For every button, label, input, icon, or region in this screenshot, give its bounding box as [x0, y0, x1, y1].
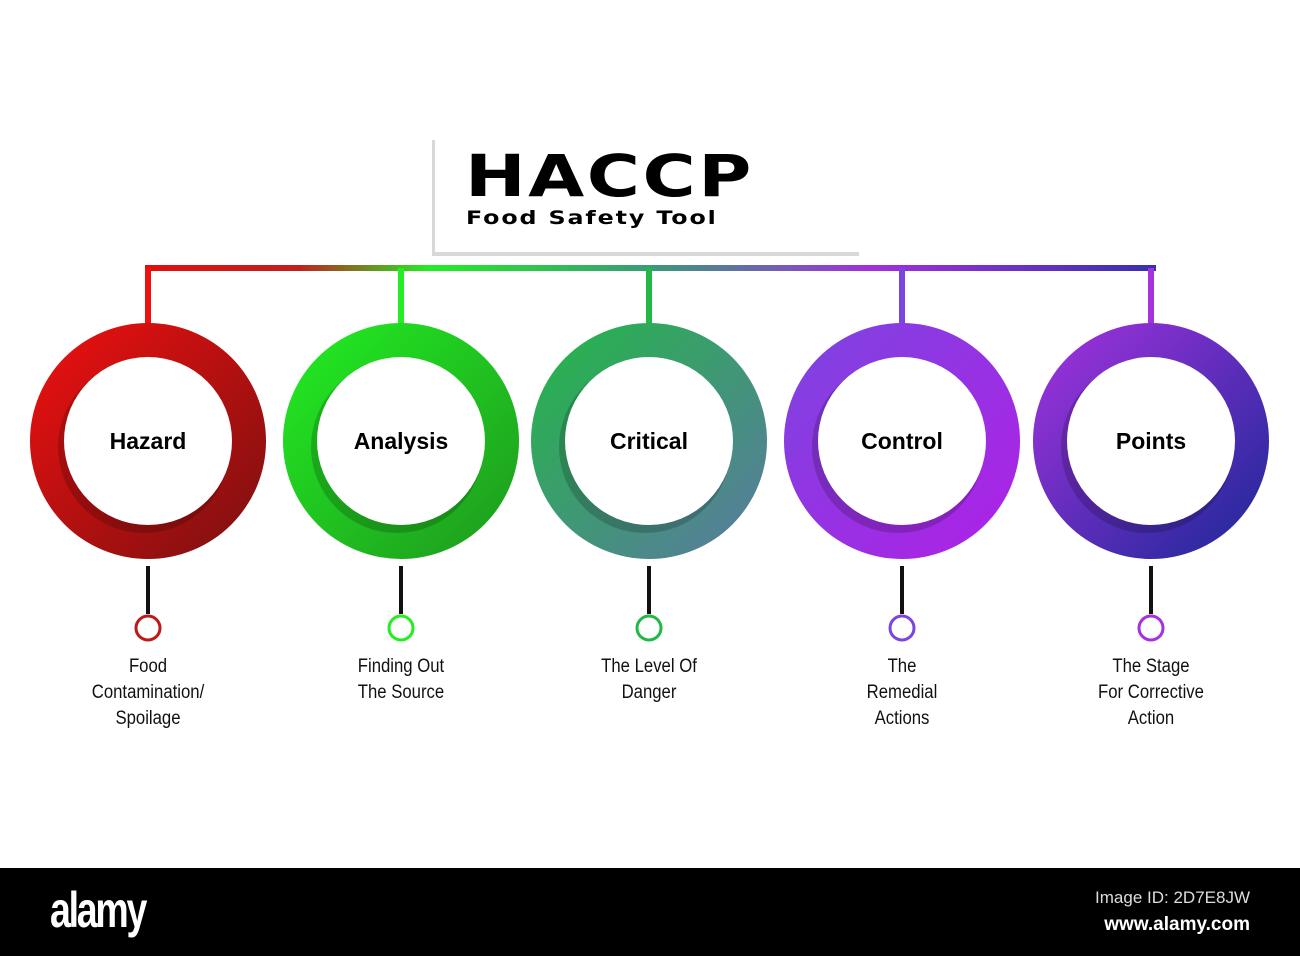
step-description: The Level Of Danger	[561, 654, 737, 706]
step-label: Critical	[610, 428, 688, 454]
description-line: Action	[1127, 708, 1175, 729]
step-marker	[1137, 614, 1165, 642]
stem-line	[900, 566, 904, 614]
step-marker	[888, 614, 916, 642]
alamy-logo[interactable]: alamy	[50, 882, 147, 938]
description-line: Contamination/	[91, 682, 205, 703]
description-line: The Stage	[1112, 656, 1190, 677]
description-line: Finding Out	[357, 656, 445, 677]
step-inner	[818, 357, 986, 525]
description-line: Remedial	[866, 682, 938, 703]
image-id: Image ID: 2D7E8JW	[1095, 888, 1250, 907]
step-label: Control	[861, 428, 943, 454]
description-line: Food	[128, 656, 168, 677]
description-line: Actions	[874, 708, 930, 729]
stem-line	[399, 566, 403, 614]
step-marker	[635, 614, 663, 642]
step-label: Hazard	[109, 428, 187, 454]
step-inner	[64, 357, 232, 525]
drop-line	[398, 268, 404, 326]
drop-line	[899, 268, 905, 326]
subtitle: Food Safety Tool	[466, 207, 718, 229]
description-line: For Corrective	[1098, 682, 1204, 703]
stem-line	[1149, 566, 1153, 614]
drop-line	[646, 268, 652, 326]
stem-line	[647, 566, 651, 614]
step-inner	[565, 357, 733, 525]
drop-line	[145, 268, 151, 326]
step-label: Points	[1115, 428, 1187, 454]
title-box	[432, 140, 859, 256]
footer: alamy Image ID: 2D7E8JW www.alamy.com	[0, 868, 1300, 956]
diagram	[30, 265, 1269, 642]
description-line: The Level Of	[601, 656, 697, 677]
description-line: Spoilage	[115, 708, 181, 729]
step-marker	[387, 614, 415, 642]
step-inner	[317, 357, 485, 525]
stem-line	[146, 566, 150, 614]
description-line: The Source	[357, 682, 445, 703]
step-marker	[134, 614, 162, 642]
site-link[interactable]: www.alamy.com	[1104, 914, 1250, 935]
description-line: The	[887, 656, 917, 677]
step-inner	[1067, 357, 1235, 525]
drop-line	[1148, 268, 1154, 326]
step-label: Analysis	[353, 428, 449, 454]
title: HACCP	[465, 142, 754, 210]
description-line: Danger	[621, 682, 677, 703]
